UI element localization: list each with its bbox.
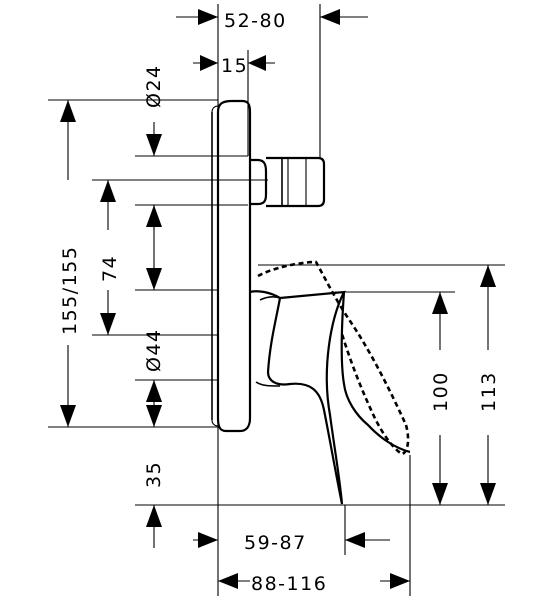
dim-lever-height-a: 100 <box>430 371 452 412</box>
dimension-labels: 52-80 15 Ø24 155/155 74 Ø44 35 100 113 5… <box>59 10 500 595</box>
arrowhead <box>60 100 76 122</box>
arrowhead <box>390 573 410 589</box>
arrowhead <box>100 180 116 202</box>
arrowhead <box>100 313 116 335</box>
arrowhead <box>198 9 218 25</box>
arrowhead <box>146 380 162 402</box>
dim-spout-diameter: Ø44 <box>143 328 165 372</box>
dim-knob-spacing: 74 <box>99 255 121 282</box>
arrowhead <box>200 55 218 71</box>
arrowhead <box>345 532 365 548</box>
mixer-body <box>249 290 346 505</box>
arrowhead <box>146 405 162 427</box>
arrowhead <box>248 55 266 71</box>
dim-lever-depth-b: 88-116 <box>251 573 327 595</box>
arrowhead <box>146 134 162 156</box>
dim-lever-height-b: 113 <box>478 371 500 412</box>
dim-plate-height: 155/155 <box>59 246 81 335</box>
lever <box>340 291 411 454</box>
arrowhead <box>146 505 162 527</box>
arrowhead <box>480 483 496 505</box>
dim-top-width: 52-80 <box>224 10 287 32</box>
dimension-arrows <box>60 9 496 589</box>
arrowhead <box>218 573 238 589</box>
mixer-outline <box>211 99 411 505</box>
dim-knob-offset: 15 <box>221 55 248 77</box>
arrowhead <box>480 265 496 287</box>
arrowhead <box>198 532 218 548</box>
arrowhead <box>146 268 162 290</box>
lever-open-position <box>257 260 410 456</box>
arrowhead <box>432 292 448 314</box>
diverter-knob <box>266 156 326 208</box>
dim-lever-depth-a: 59-87 <box>244 532 307 554</box>
arrowhead <box>432 483 448 505</box>
extension-lines <box>48 4 505 596</box>
dim-plate-bottom-offset: 35 <box>143 461 165 488</box>
arrowhead <box>320 9 340 25</box>
cover-plate <box>216 99 252 433</box>
diverter-knob-neck <box>250 158 268 206</box>
arrowhead <box>60 405 76 427</box>
dim-knob-diameter: Ø24 <box>143 64 165 108</box>
